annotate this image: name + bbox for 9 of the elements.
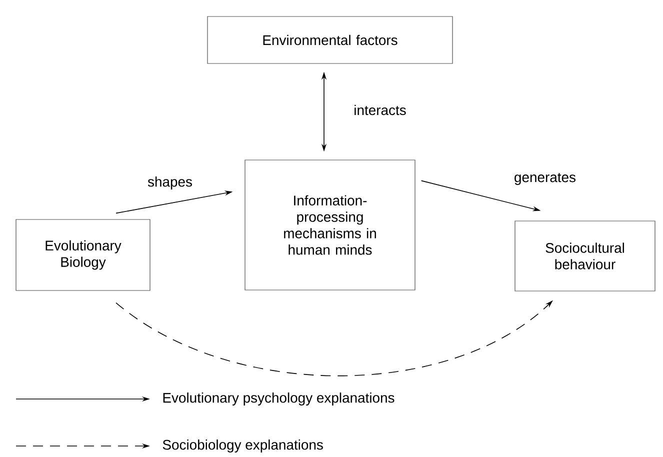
- process-box: Evolutionary Biology: [16, 219, 150, 291]
- process-box: Sociocultural behaviour: [514, 220, 656, 292]
- process-box: Information-processing mechanisms in human minds: [244, 160, 416, 290]
- edge-label: interacts: [354, 104, 406, 116]
- edge-label: shapes: [148, 176, 192, 190]
- legend-text: Evolutionary psychology explanations: [163, 392, 394, 406]
- legend-text: Sociobiology explanations: [162, 439, 323, 452]
- edge-label: generates: [514, 173, 576, 185]
- process-box: Environmental factors: [207, 16, 453, 64]
